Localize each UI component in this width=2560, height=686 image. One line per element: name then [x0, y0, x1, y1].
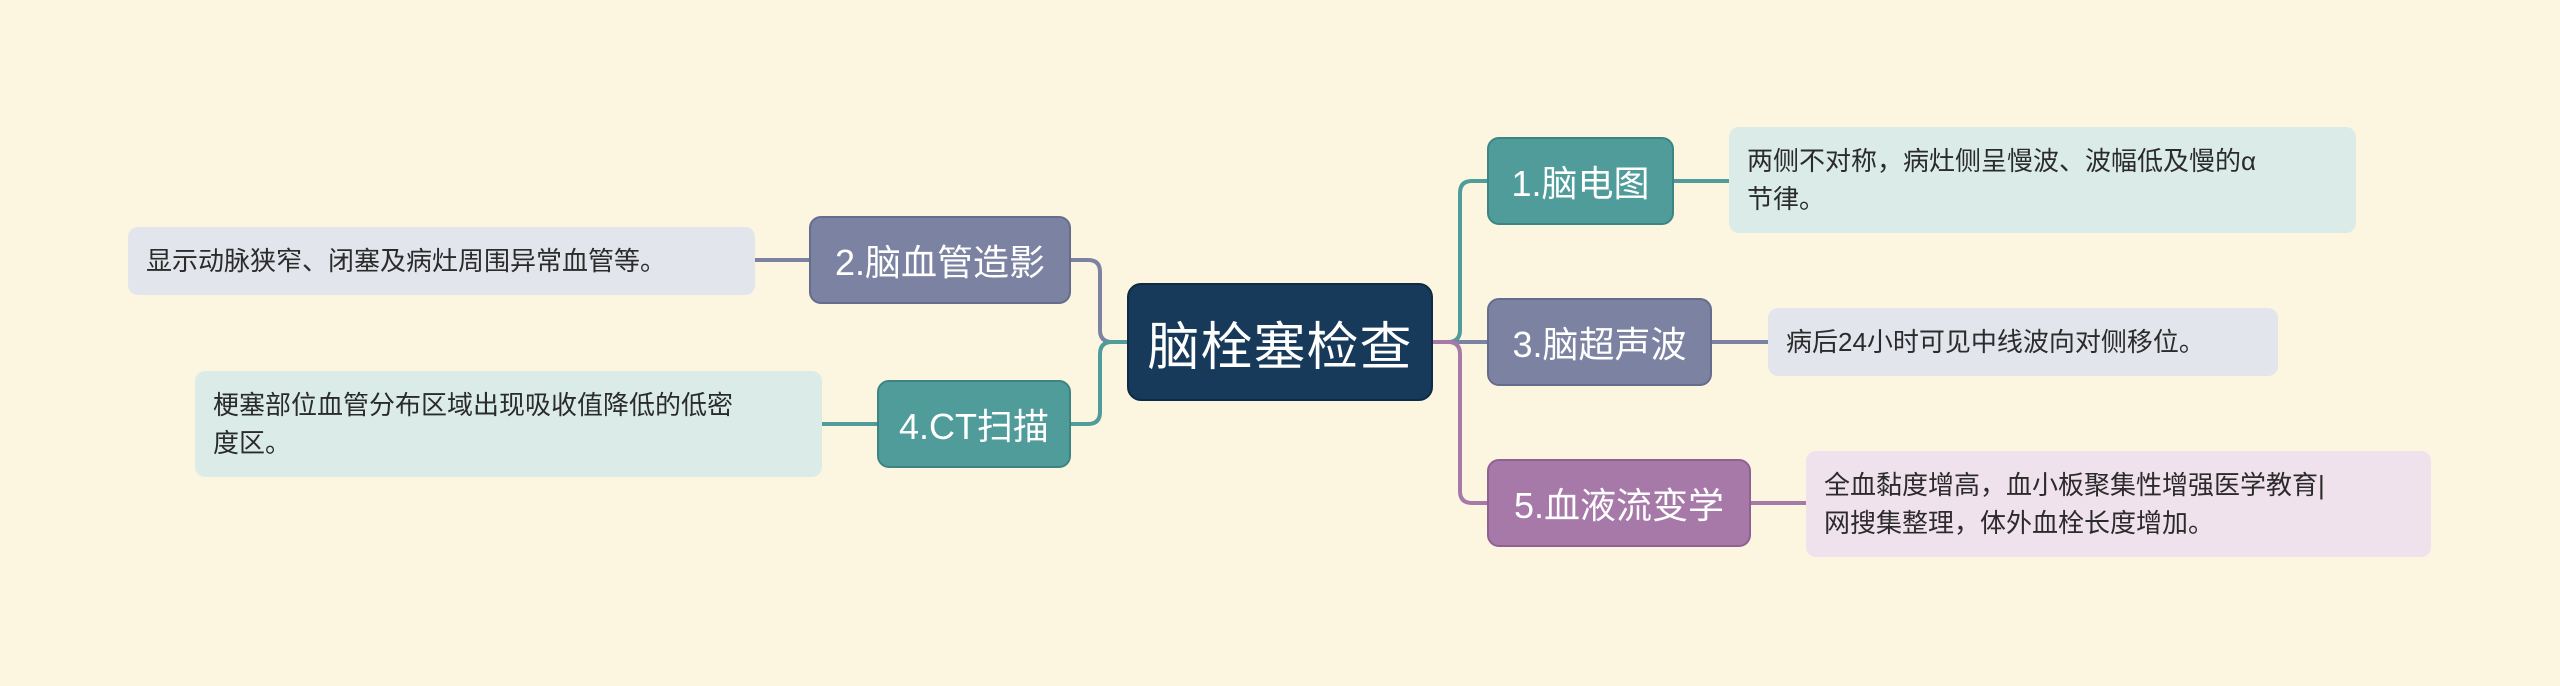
branch-label: 1.脑电图 — [1511, 163, 1650, 204]
detail-line: 度区。 — [213, 428, 292, 458]
branch-label: 2.脑血管造影 — [834, 242, 1046, 283]
central-topic[interactable]: 脑栓塞检查 — [1127, 283, 1433, 401]
connector-center-to-eeg — [1433, 179, 1487, 344]
detail-line: 节律。 — [1747, 184, 1826, 214]
detail-angiography[interactable]: 显示动脉狭窄、闭塞及病灶周围异常血管等。 — [128, 227, 755, 295]
branch-eeg[interactable]: 1.脑电图 — [1487, 137, 1674, 225]
detail-ct-scan[interactable]: 梗塞部位血管分布区域出现吸收值降低的低密 度区。 — [195, 371, 822, 477]
central-topic-label: 脑栓塞检查 — [1147, 318, 1413, 377]
branch-ct-scan[interactable]: 4.CT扫描 — [877, 380, 1071, 468]
detail-line: 网搜集整理，体外血栓长度增加。 — [1824, 508, 2215, 538]
detail-line: 梗塞部位血管分布区域出现吸收值降低的低密 — [213, 390, 734, 420]
detail-hemorheology[interactable]: 全血黏度增高，血小板聚集性增强医学教育| 网搜集整理，体外血栓长度增加。 — [1806, 451, 2431, 557]
connector-center-to-ct — [1071, 340, 1127, 426]
branch-label: 3.脑超声波 — [1512, 324, 1687, 365]
branch-label: 4.CT扫描 — [898, 406, 1049, 447]
branch-ultrasound[interactable]: 3.脑超声波 — [1487, 298, 1712, 386]
connector-center-to-rheology — [1433, 340, 1487, 505]
detail-line: 显示动脉狭窄、闭塞及病灶周围异常血管等。 — [146, 246, 667, 276]
detail-line: 两侧不对称，病灶侧呈慢波、波幅低及慢的α — [1747, 146, 2257, 176]
detail-line: 全血黏度增高，血小板聚集性增强医学教育| — [1824, 470, 2325, 500]
branch-angiography[interactable]: 2.脑血管造影 — [809, 216, 1071, 304]
connector-center-to-angiography — [1071, 258, 1127, 344]
detail-eeg[interactable]: 两侧不对称，病灶侧呈慢波、波幅低及慢的α 节律。 — [1729, 127, 2356, 233]
detail-ultrasound[interactable]: 病后24小时可见中线波向对侧移位。 — [1768, 308, 2278, 376]
branch-hemorheology[interactable]: 5.血液流变学 — [1487, 459, 1751, 547]
branch-label: 5.血液流变学 — [1513, 485, 1725, 526]
detail-line: 病后24小时可见中线波向对侧移位。 — [1786, 327, 2205, 357]
